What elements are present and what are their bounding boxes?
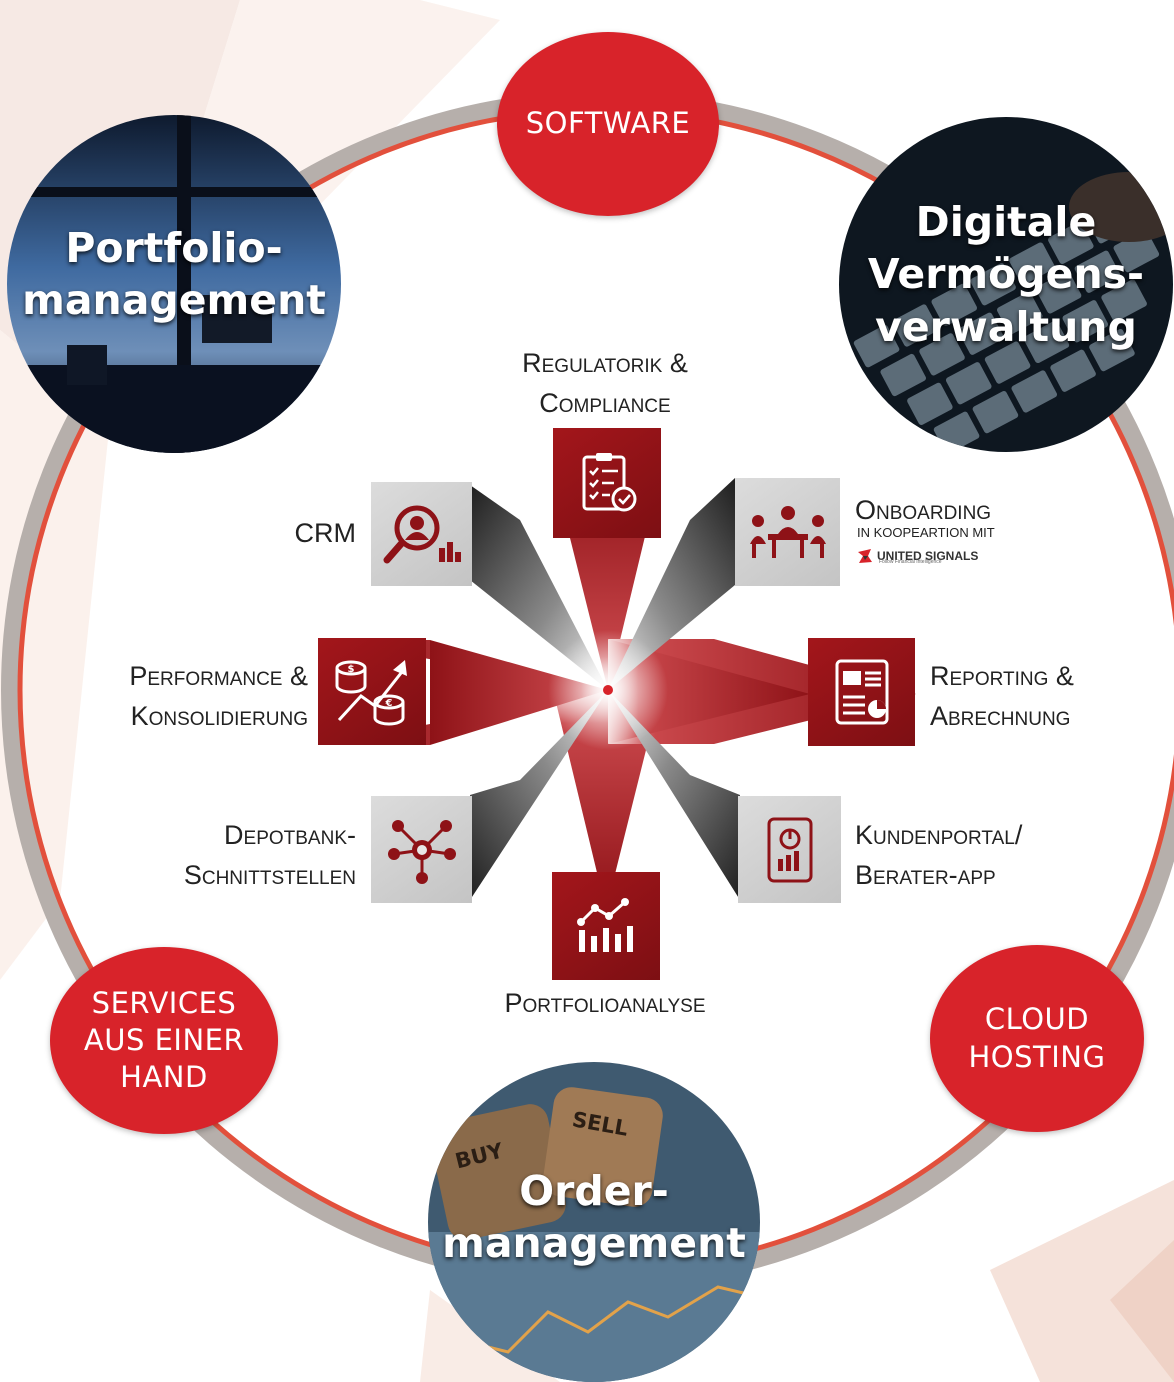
united-signals-logo: UNITED SIGNALS Follow Financial Intellig… [857,545,1007,567]
onboarding-box [735,478,840,586]
depotbank-box [371,796,472,903]
svg-text:€: € [385,698,393,709]
reporting-label: Reporting & Abrechnung [930,661,1074,731]
regulatorik-box [553,428,661,538]
tablet-chart-icon [767,817,812,882]
software-node: SOFTWARE [497,32,719,216]
services-aus-einer-hand-node: SERVICES AUS EINER HAND [50,947,278,1134]
ordermanagement-label: Order- management [442,1166,746,1267]
kundenportal-label: Kundenportal/ Berater-app [855,820,1023,890]
magnifier-person-icon [383,505,461,564]
onboarding-label: Onboarding [855,495,992,525]
checklist-icon [582,453,637,512]
crm-box [371,482,472,586]
cloud-hosting-label: CLOUD HOSTING [968,1002,1106,1074]
united-signals-name: UNITED SIGNALS [877,549,979,563]
portfolioanalyse-label: Portfolioanalyse [504,988,706,1018]
meeting-icon [749,506,826,558]
ordermanagement-node: BUY SELL Order- management [428,1062,760,1382]
united-signals-tagline: Follow Financial Intelligence [879,559,942,565]
coins-growth-icon: $ € [335,659,407,725]
digitale-vermoegensverwaltung-node: Digitale Vermögens- verwaltung [839,117,1173,452]
onboarding-cooperation-text: IN KOOPEARTION MIT [857,525,995,540]
performance-label: Performance & Konsolidierung [129,661,308,731]
software-label: SOFTWARE [525,106,691,141]
kundenportal-box [738,796,841,903]
united-signals-logo-mark [858,549,872,563]
crm-label: CRM [294,518,357,548]
cloud-hosting-node: CLOUD HOSTING [930,945,1144,1132]
network-icon [387,819,456,884]
portfoliomanagement-node: Portfolio- management [7,115,341,453]
svg-text:$: $ [348,664,355,675]
analysis-chart-icon [577,898,633,952]
reporting-box [808,638,915,746]
office-window-photo [7,115,341,453]
portfolioanalyse-box [552,872,660,980]
depotbank-label: Depotbank- Schnittstellen [183,820,356,890]
regulatorik-label: Regulatorik & Compliance [522,348,688,418]
report-icon [835,659,888,725]
portfoliomanagement-label: Portfolio- management [22,223,326,324]
buy-sell-dice-photo [428,1062,760,1382]
keyboard-photo [839,117,1173,452]
digitale-vermoegensverwaltung-label: Digitale Vermögens- verwaltung [867,197,1145,351]
performance-box: $ € [318,638,426,745]
services-aus-einer-hand-label: SERVICES AUS EINER HAND [83,985,245,1095]
